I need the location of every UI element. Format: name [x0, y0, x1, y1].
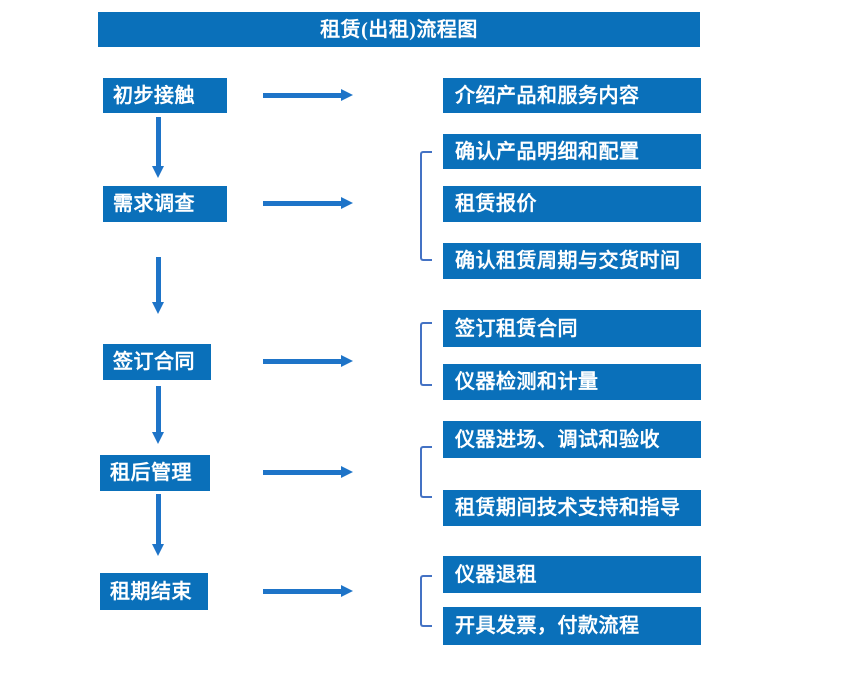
bracket-connector	[420, 446, 432, 498]
bracket-connector	[420, 322, 432, 386]
detail-box: 确认产品明细和配置	[443, 134, 701, 169]
arrow-right-icon	[263, 89, 353, 101]
arrow-down-icon	[152, 494, 165, 556]
arrow-shaft	[156, 117, 161, 167]
bracket-connector	[420, 575, 432, 627]
arrow-head	[341, 355, 353, 367]
stage-box-demand-survey: 需求调查	[103, 186, 227, 222]
arrow-head	[152, 166, 164, 178]
arrow-right-icon	[263, 585, 353, 597]
arrow-head	[341, 197, 353, 209]
stage-box-rental-end: 租期结束	[100, 573, 208, 610]
arrow-head	[341, 466, 353, 478]
stage-box-post-rental-management: 租后管理	[100, 455, 210, 491]
detail-box: 仪器进场、调试和验收	[443, 421, 701, 458]
arrow-shaft	[263, 470, 342, 475]
arrow-right-icon	[263, 466, 353, 478]
arrow-shaft	[156, 386, 161, 433]
arrow-shaft	[263, 589, 342, 594]
detail-box: 仪器检测和计量	[443, 364, 701, 400]
detail-box: 仪器退租	[443, 556, 701, 593]
detail-box: 开具发票，付款流程	[443, 607, 701, 645]
bracket-connector	[420, 151, 432, 261]
arrow-head	[152, 302, 164, 314]
arrow-head	[152, 432, 164, 444]
arrow-down-icon	[152, 257, 165, 314]
arrow-shaft	[263, 93, 342, 98]
arrow-right-icon	[263, 197, 353, 209]
detail-box: 介绍产品和服务内容	[443, 78, 701, 113]
detail-box: 签订租赁合同	[443, 310, 701, 347]
arrow-down-icon	[152, 117, 165, 178]
arrow-head	[341, 89, 353, 101]
arrow-down-icon	[152, 386, 165, 444]
detail-box: 租赁报价	[443, 186, 701, 222]
arrow-shaft	[263, 201, 342, 206]
arrow-shaft	[263, 359, 342, 364]
chart-title: 租赁(出租)流程图	[98, 12, 700, 47]
detail-box: 确认租赁周期与交货时间	[443, 243, 701, 279]
arrow-head	[341, 585, 353, 597]
stage-box-initial-contact: 初步接触	[103, 78, 227, 113]
arrow-right-icon	[263, 355, 353, 367]
stage-box-sign-contract: 签订合同	[103, 344, 211, 380]
arrow-shaft	[156, 494, 161, 545]
detail-box: 租赁期间技术支持和指导	[443, 490, 701, 526]
arrow-head	[152, 544, 164, 556]
arrow-shaft	[156, 257, 161, 303]
